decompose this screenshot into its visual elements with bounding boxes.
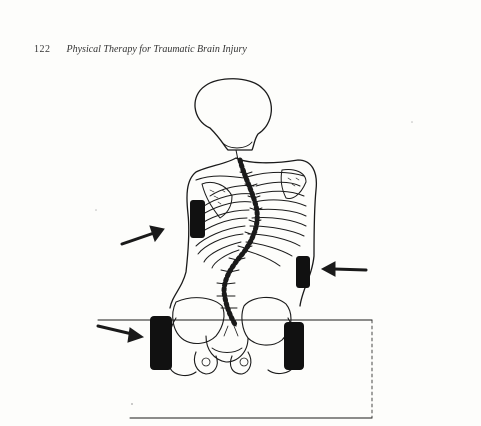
left-clavicle	[196, 176, 244, 180]
right-pelvic-pad	[284, 322, 304, 370]
left-thigh	[168, 318, 196, 375]
arrow-left-upper	[122, 226, 164, 244]
pelvis	[173, 297, 291, 374]
arrow-left-lower	[98, 326, 143, 342]
left-thoracic-pad	[190, 200, 205, 238]
skull	[195, 79, 271, 160]
left-pelvic-pad	[150, 316, 172, 370]
right-lumbar-pad	[296, 256, 310, 288]
right-clavicle	[244, 172, 304, 178]
spine	[224, 160, 257, 326]
paper-specks	[95, 121, 413, 405]
arrow-right-middle	[322, 262, 366, 276]
